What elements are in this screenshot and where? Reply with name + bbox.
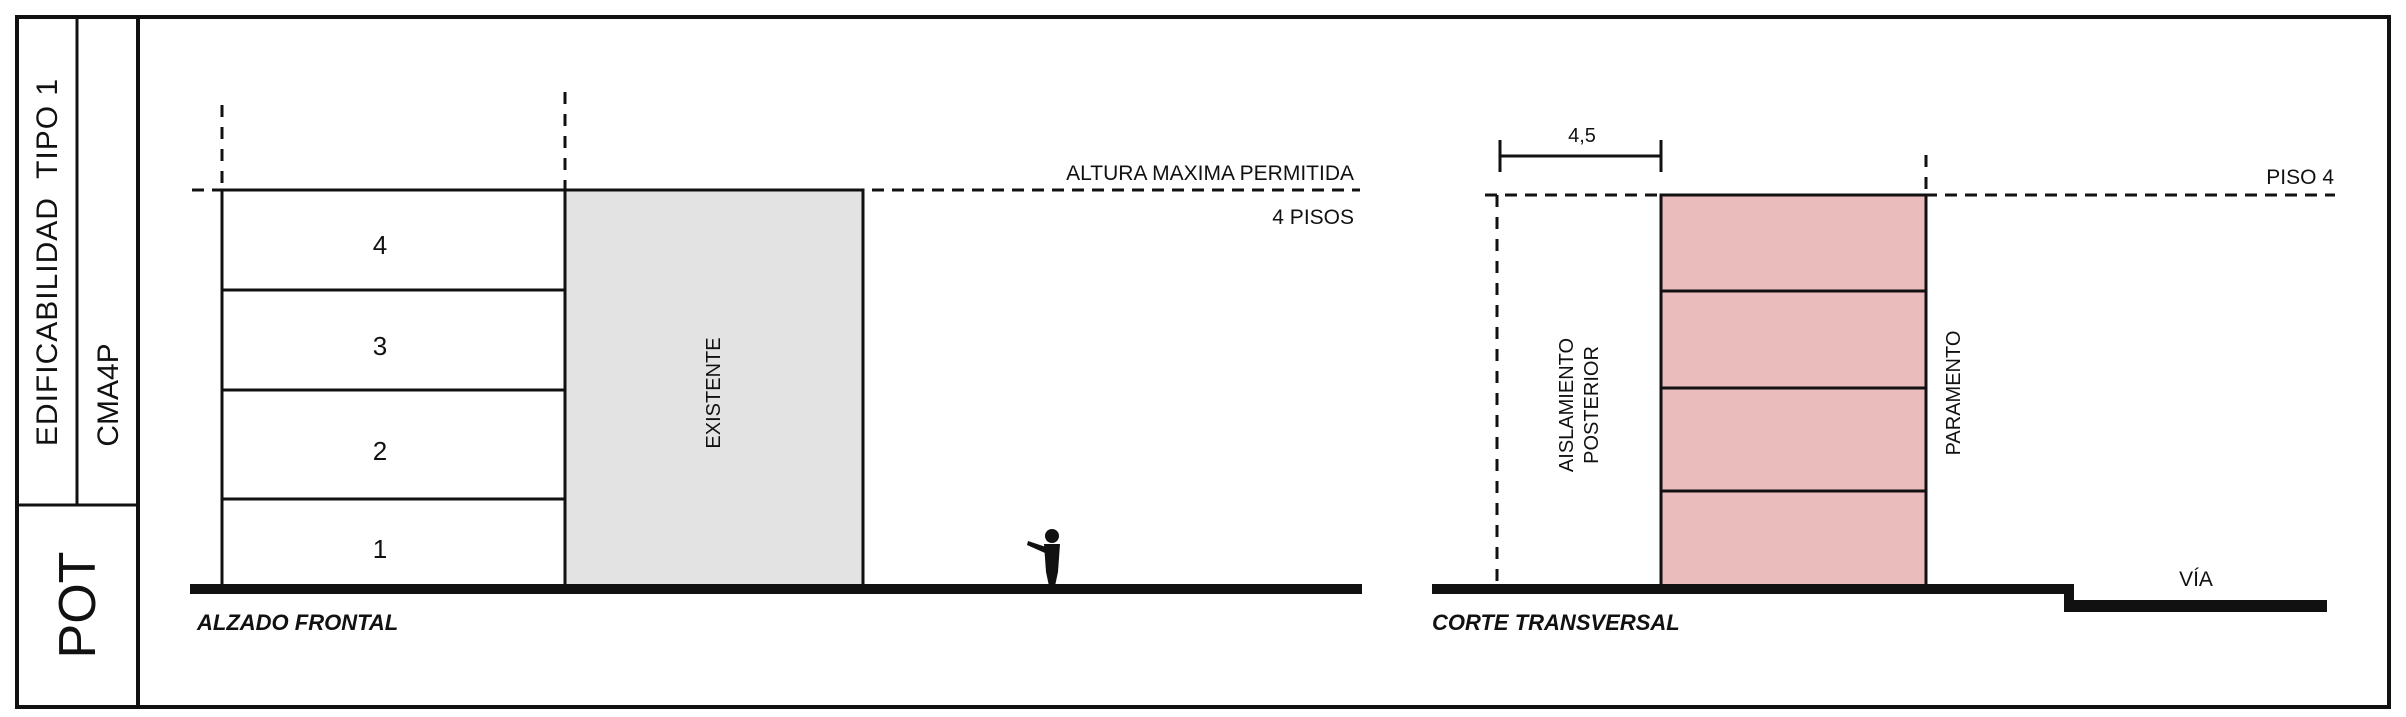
existing-label: EXISTENTE <box>703 337 725 448</box>
section-floor-1 <box>1659 489 1928 588</box>
max-height-label: ALTURA MAXIMA PERMITIDA <box>1066 162 1354 185</box>
floor-3-block <box>220 288 567 392</box>
floor-number: 3 <box>373 331 387 361</box>
section-caption: CORTE TRANSVERSAL <box>1432 610 1680 635</box>
floor-1-block <box>220 497 567 588</box>
setback-dimension <box>1498 140 1663 172</box>
floor-number: 4 <box>373 230 387 260</box>
outer-frame <box>15 15 2391 709</box>
person-scale-icon <box>1027 529 1060 586</box>
building-elevation: 4 3 2 1 <box>220 188 567 588</box>
section-floor-3 <box>1659 289 1928 390</box>
floor-4-label: PISO 4 <box>2266 166 2334 189</box>
building-section <box>1659 193 1928 588</box>
sidebar-title: EDIFICABILIDAD TIPO 1 <box>31 78 64 446</box>
setback-label-line1: AISLAMIENTO <box>1556 338 1578 472</box>
section-floor-4 <box>1659 193 1928 293</box>
ground-line-elevation <box>190 584 1362 594</box>
road-label: VÍA <box>2179 568 2213 591</box>
elevation-caption: ALZADO FRONTAL <box>196 610 398 635</box>
facade-label: PARAMENTO <box>1943 331 1965 456</box>
floor-2-block <box>220 388 567 501</box>
floor-4-block <box>220 188 567 292</box>
ground-line-section <box>1432 584 2327 612</box>
sidebar-pot: POT <box>49 552 107 659</box>
setback-dimension-label: 4,5 <box>1568 125 1596 147</box>
setback-label-line2: POSTERIOR <box>1581 346 1603 464</box>
floors-label: 4 PISOS <box>1272 206 1354 229</box>
sidebar-code: CMA4P <box>92 343 125 446</box>
floor-number: 2 <box>373 436 387 466</box>
existing-building <box>563 188 865 588</box>
floor-number: 1 <box>373 534 387 564</box>
section-floor-2 <box>1659 386 1928 493</box>
